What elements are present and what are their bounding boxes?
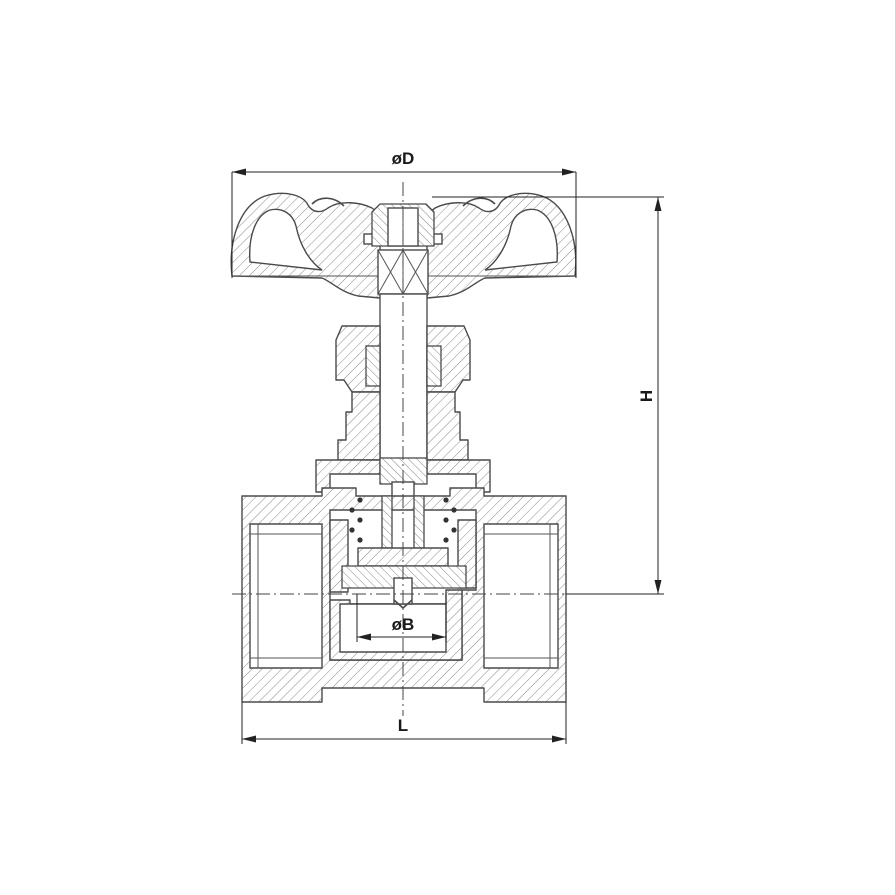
dimension-label-h: H	[637, 390, 656, 402]
right-port	[483, 523, 559, 669]
left-port	[249, 523, 323, 669]
handwheel-left-recess	[249, 208, 323, 271]
dimension-diameter-d: øD	[231, 149, 577, 278]
dimension-diameter-b: øB	[356, 594, 447, 642]
dimension-label-b: øB	[392, 615, 415, 634]
packing-left	[365, 345, 381, 387]
packing-right	[426, 345, 442, 387]
dimension-length-l: L	[241, 702, 567, 744]
dimension-label-l: L	[398, 716, 408, 735]
springs	[349, 497, 457, 543]
bonnet-left	[337, 391, 381, 461]
dimension-label-d: øD	[392, 149, 415, 168]
gate-seal	[341, 565, 467, 589]
handwheel-right-recess	[484, 208, 558, 271]
dimension-height-h: H	[432, 196, 664, 595]
bonnet-right	[426, 391, 469, 461]
bonnet	[315, 325, 491, 543]
